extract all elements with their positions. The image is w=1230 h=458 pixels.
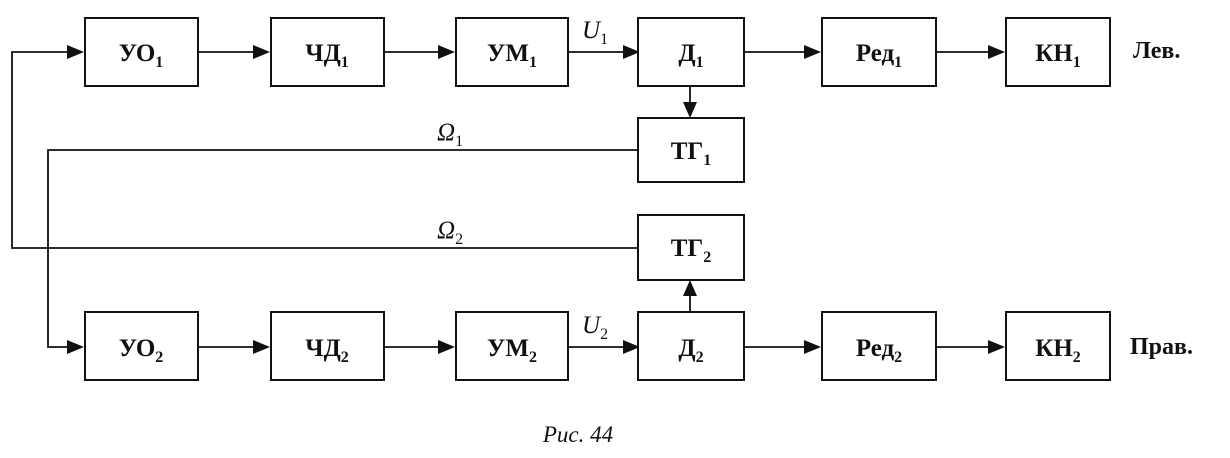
top-channel-wires	[198, 45, 1005, 118]
svg-text:КН1: КН1	[1035, 40, 1081, 71]
block-kn1: КН1	[1005, 17, 1111, 87]
svg-text:Ред2: Ред2	[856, 335, 902, 366]
figure-caption: Рис. 44	[542, 422, 613, 447]
signal-u1: U1	[582, 17, 608, 48]
side-label-right: Прав.	[1130, 334, 1193, 360]
svg-text:УО2: УО2	[119, 335, 164, 366]
block-chd1: ЧД1	[270, 17, 385, 87]
signal-omega2: Ω2	[437, 217, 463, 248]
block-um1: УМ1	[455, 17, 569, 87]
svg-text:КН2: КН2	[1035, 335, 1081, 366]
svg-text:УМ2: УМ2	[487, 335, 537, 366]
svg-text:Д1: Д1	[678, 40, 703, 71]
block-um2: УМ2	[455, 311, 569, 381]
block-chd2: ЧД2	[270, 311, 385, 381]
signal-u2: U2	[582, 312, 608, 343]
bottom-channel-wires	[198, 280, 1005, 354]
block-tg1: ТГ1	[637, 117, 745, 183]
block-uo1: УО1	[84, 17, 199, 87]
signal-omega1: Ω1	[437, 119, 463, 150]
svg-text:УО1: УО1	[119, 40, 164, 71]
svg-text:ЧД1: ЧД1	[305, 40, 349, 71]
block-kn2: КН2	[1005, 311, 1111, 381]
svg-text:ЧД2: ЧД2	[305, 335, 349, 366]
svg-text:ТГ1: ТГ1	[671, 138, 712, 169]
svg-text:Ред1: Ред1	[856, 40, 902, 71]
side-label-left: Лев.	[1133, 38, 1180, 64]
block-red2: Ред2	[821, 311, 937, 381]
block-uo2: УО2	[84, 311, 199, 381]
svg-text:УМ1: УМ1	[487, 40, 537, 71]
block-tg2: ТГ2	[637, 214, 745, 281]
block-d2: Д2	[637, 311, 745, 381]
svg-text:Д2: Д2	[678, 335, 703, 366]
block-red1: Ред1	[821, 17, 937, 87]
block-d1: Д1	[637, 17, 745, 87]
svg-text:ТГ2: ТГ2	[671, 235, 712, 266]
feedback-wires	[11, 45, 637, 354]
